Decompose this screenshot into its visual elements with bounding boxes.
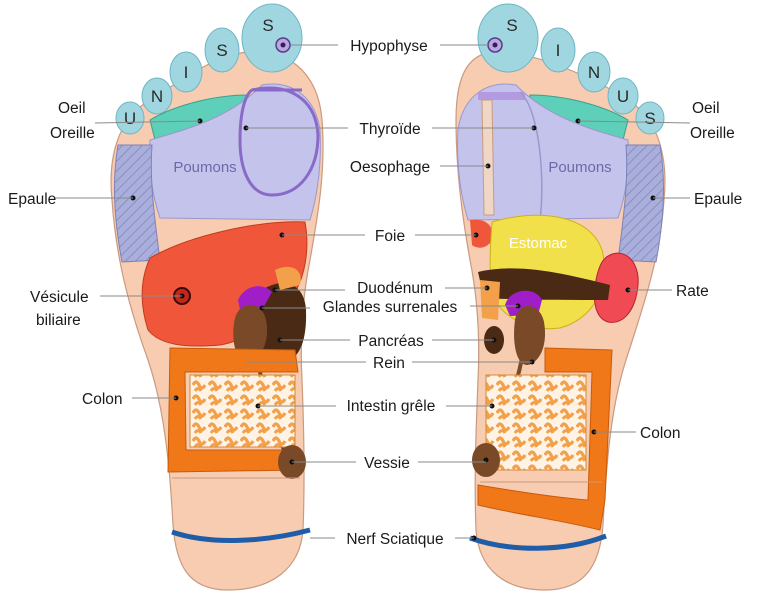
label-left-oeil: Oeil bbox=[58, 100, 86, 117]
left-duodenum-zone bbox=[275, 266, 301, 290]
label-vessie: Vessie bbox=[364, 455, 410, 472]
right-toe-3 bbox=[577, 51, 611, 93]
right-duodenum-zone bbox=[480, 280, 500, 320]
left-kidney-zone bbox=[233, 304, 268, 363]
left-toe-2 bbox=[204, 27, 240, 73]
label-left-colon: Colon bbox=[82, 391, 123, 408]
right-kidney-zone bbox=[514, 305, 546, 366]
label-left-epaule: Epaule bbox=[8, 191, 56, 208]
label-rein: Rein bbox=[373, 355, 405, 372]
left-toe-3 bbox=[169, 51, 203, 93]
left-labels: Oeil Oreille Epaule Vésicule biliaire Co… bbox=[8, 100, 123, 408]
label-left-biliaire: biliaire bbox=[36, 312, 81, 329]
right-spleen-zone bbox=[593, 252, 639, 323]
left-toe-4 bbox=[141, 77, 173, 115]
label-oesophage: Oesophage bbox=[350, 159, 430, 176]
right-sciatic-nerve-line bbox=[469, 533, 607, 551]
right-pancreas-zone bbox=[478, 268, 610, 300]
label-right-rate: Rate bbox=[676, 283, 709, 300]
right-toe-letter: I bbox=[556, 41, 561, 60]
label-intestin-grele: Intestin grêle bbox=[347, 398, 436, 415]
label-nerf-sciatique: Nerf Sciatique bbox=[346, 531, 443, 548]
left-toe-big bbox=[241, 3, 303, 73]
left-lungs-zone bbox=[149, 83, 321, 221]
right-toe-letter: S bbox=[506, 16, 517, 35]
center-labels: Hypophyse Thyroïde Oesophage Foie Duodén… bbox=[323, 38, 458, 548]
right-stomach-label: Estomac bbox=[509, 235, 568, 252]
left-toe-letter: S bbox=[216, 41, 227, 60]
left-small-intestine-zone bbox=[189, 374, 296, 448]
label-right-epaule: Epaule bbox=[694, 191, 742, 208]
right-colon-zone bbox=[477, 347, 613, 531]
label-right-oreille: Oreille bbox=[690, 125, 735, 142]
label-left-vesicule: Vésicule bbox=[30, 289, 89, 306]
label-right-colon: Colon bbox=[640, 425, 681, 442]
left-pancreas-zone bbox=[255, 282, 307, 363]
left-toe-letter: U bbox=[124, 109, 136, 128]
right-liver-zone bbox=[470, 219, 493, 248]
left-toe-5 bbox=[115, 101, 145, 135]
left-lungs-label: Poumons bbox=[173, 159, 236, 176]
right-toe-letter: N bbox=[588, 63, 600, 82]
leader-lines bbox=[55, 44, 691, 539]
left-toe-letter: N bbox=[151, 87, 163, 106]
right-toe-4 bbox=[607, 77, 639, 115]
right-toe-letter: S bbox=[644, 109, 655, 128]
left-toe-letter: I bbox=[184, 63, 189, 82]
label-left-oreille: Oreille bbox=[50, 125, 95, 142]
right-oesophagus-zone bbox=[481, 99, 495, 216]
label-right-oeil: Oeil bbox=[692, 100, 720, 117]
left-foot: S S I N U Poumons bbox=[110, 3, 324, 591]
right-toe-5 bbox=[635, 101, 665, 135]
right-toe-big bbox=[477, 3, 539, 73]
right-labels: Oeil Oreille Epaule Rate Colon bbox=[640, 100, 742, 442]
right-lungs-label: Poumons bbox=[548, 159, 611, 176]
left-sciatic-nerve-line bbox=[171, 527, 311, 543]
label-hypophyse: Hypophyse bbox=[350, 38, 428, 55]
label-pancreas: Pancréas bbox=[358, 333, 424, 350]
label-glandes-surrenales: Glandes surrenales bbox=[323, 299, 458, 316]
label-thyroide: Thyroïde bbox=[359, 121, 420, 138]
right-foot: S I N U S Poumons Estomac bbox=[455, 3, 666, 591]
left-adrenal-gland bbox=[238, 286, 272, 310]
label-foie: Foie bbox=[375, 228, 405, 245]
left-thyroid-zone bbox=[238, 86, 320, 197]
right-toe-2 bbox=[540, 27, 576, 73]
right-thyroid-zone bbox=[478, 92, 525, 100]
right-lungs-zone bbox=[457, 83, 629, 221]
left-toe-letter: S bbox=[262, 16, 273, 35]
right-small-intestine-zone bbox=[485, 374, 587, 471]
right-toe-letter: U bbox=[617, 87, 629, 106]
label-duodenum: Duodénum bbox=[357, 280, 433, 297]
